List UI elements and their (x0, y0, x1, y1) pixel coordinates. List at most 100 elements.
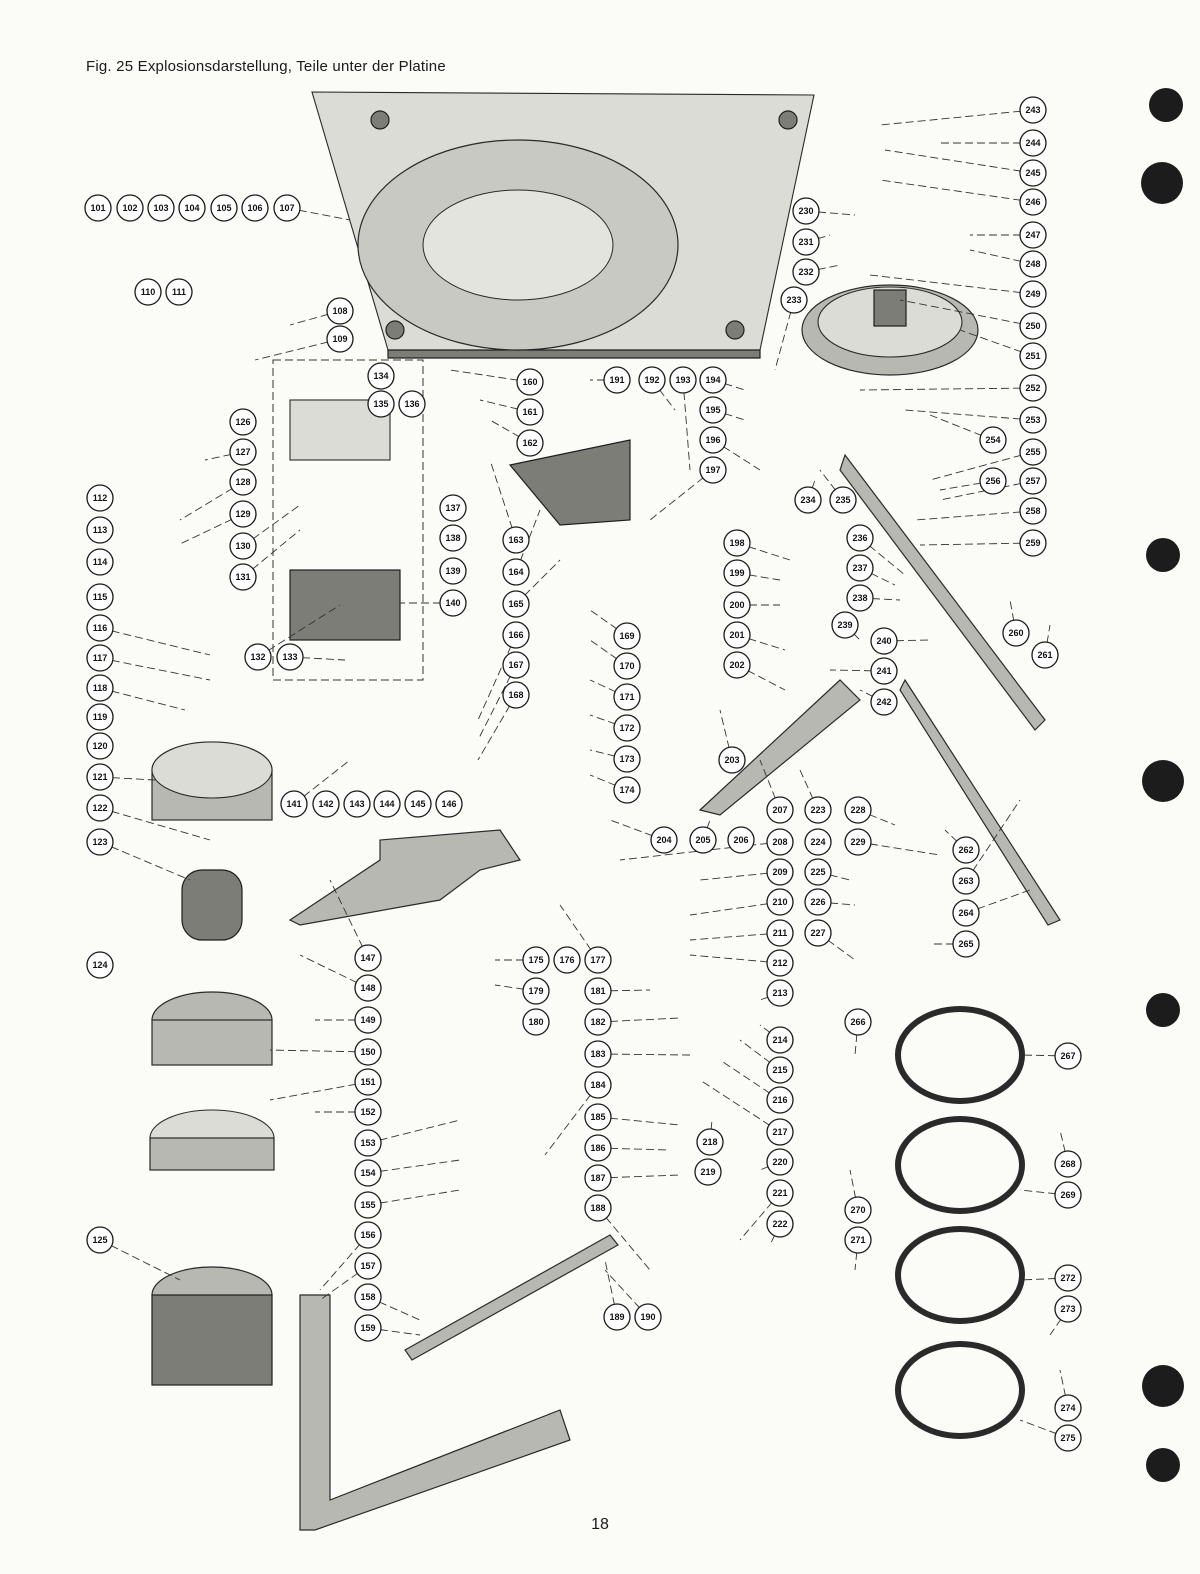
callout-number: 206 (733, 835, 748, 845)
callout-number: 175 (528, 955, 543, 965)
part-callout-149: 149 (354, 1006, 382, 1034)
leader-line (1019, 1054, 1069, 1057)
callout-number: 230 (798, 206, 813, 216)
callout-number: 140 (445, 598, 460, 608)
callout-circle (516, 368, 544, 396)
part-callout-245: 245 (1019, 159, 1047, 187)
callout-number: 108 (332, 306, 347, 316)
leader-line (597, 1053, 691, 1056)
callout-circle (1019, 467, 1047, 495)
callout-circle (613, 683, 641, 711)
callout-number: 110 (141, 287, 156, 297)
part-callout-130: 130 (229, 532, 257, 560)
part-callout-171: 171 (613, 683, 641, 711)
callout-circle (846, 554, 874, 582)
part-callout-197: 197 (699, 456, 727, 484)
part-callout-217: 217 (766, 1118, 794, 1146)
callout-number: 216 (772, 1095, 787, 1105)
part-callout-186: 186 (584, 1134, 612, 1162)
callout-number: 234 (800, 495, 815, 505)
part-callout-164: 164 (502, 558, 530, 586)
part-callout-244: 244 (1019, 129, 1047, 157)
callout-number: 111 (172, 287, 186, 297)
part-callout-147: 147 (354, 944, 382, 972)
part-callout-192: 192 (638, 366, 666, 394)
callout-number: 153 (360, 1138, 375, 1148)
callout-circle (766, 858, 794, 886)
part-callout-211: 211 (766, 919, 794, 947)
part-callout-111: 111 (165, 278, 193, 306)
leader-line (929, 451, 1034, 481)
leader-line (939, 480, 1034, 501)
leader-line (699, 1079, 781, 1133)
leader-line (99, 807, 211, 841)
callout-circle (354, 944, 382, 972)
leader-line (1019, 1189, 1069, 1196)
leader-line (289, 310, 341, 326)
leader-line (689, 901, 781, 916)
part-callout-113: 113 (86, 516, 114, 544)
callout-circle (273, 194, 301, 222)
leader-line (879, 109, 1034, 126)
callout-circle (1019, 159, 1047, 187)
callout-number: 142 (318, 799, 333, 809)
callout-circle (766, 1179, 794, 1207)
callout-circle (766, 919, 794, 947)
callout-circle (229, 563, 257, 591)
part-callout-253: 253 (1019, 406, 1047, 434)
callout-circle (522, 946, 550, 974)
callout-number: 257 (1025, 476, 1040, 486)
callout-number: 102 (122, 203, 137, 213)
callout-circle (699, 456, 727, 484)
leader-line (99, 841, 191, 881)
part-callout-124: 124 (86, 951, 114, 979)
punch-hole-icon (1141, 162, 1183, 204)
callout-number: 198 (729, 538, 744, 548)
callout-number: 125 (92, 1235, 107, 1245)
callout-circle (84, 194, 112, 222)
callout-number: 124 (92, 960, 107, 970)
part-callout-174: 174 (613, 776, 641, 804)
part-callout-117: 117 (86, 644, 114, 672)
leader-line (857, 841, 941, 856)
callout-circle (1019, 250, 1047, 278)
part-callout-241: 241 (870, 657, 898, 685)
callout-circle (439, 494, 467, 522)
callout-circle (229, 500, 257, 528)
punch-hole-icon (1146, 538, 1180, 572)
part-callout-102: 102 (116, 194, 144, 222)
leader-line (969, 249, 1034, 265)
part-callout-101: 101 (84, 194, 112, 222)
callout-number: 114 (93, 557, 108, 567)
callout-number: 139 (445, 566, 460, 576)
callout-circle (86, 1226, 114, 1254)
callout-circle (229, 408, 257, 436)
callout-circle (1019, 188, 1047, 216)
levers-drawing (288, 439, 1061, 1531)
callout-circle (584, 1008, 612, 1036)
part-callout-252: 252 (1019, 374, 1047, 402)
leader-line (759, 759, 781, 811)
part-callout-184: 184 (584, 1071, 612, 1099)
part-callout-172: 172 (613, 714, 641, 742)
callout-number: 168 (508, 690, 523, 700)
callout-circle (502, 526, 530, 554)
callout-number: 211 (773, 928, 788, 938)
callout-circle (870, 688, 898, 716)
callout-number: 245 (1025, 168, 1040, 178)
part-callout-175: 175 (522, 946, 550, 974)
callout-number: 275 (1060, 1433, 1075, 1443)
part-callout-231: 231 (792, 228, 820, 256)
callout-circle (86, 516, 114, 544)
part-callout-257: 257 (1019, 467, 1047, 495)
callout-circle (831, 611, 859, 639)
leader-line (689, 954, 781, 964)
callout-circle (634, 1303, 662, 1331)
part-callout-159: 159 (354, 1314, 382, 1342)
callout-number: 236 (852, 533, 867, 543)
callout-circle (584, 1134, 612, 1162)
part-callout-145: 145 (404, 790, 432, 818)
part-callout-256: 256 (979, 467, 1007, 495)
part-callout-122: 122 (86, 794, 114, 822)
callout-circle (870, 657, 898, 685)
